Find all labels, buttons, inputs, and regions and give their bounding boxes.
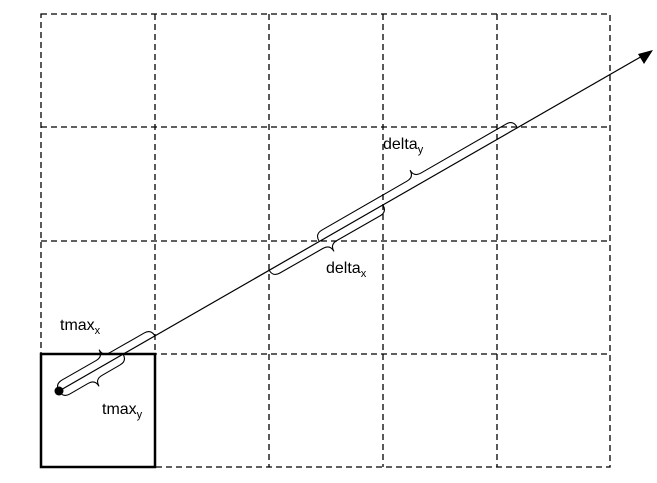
delta-y-label-base: delta [383, 136, 418, 153]
tmax-y-label-base: tmax [102, 401, 137, 418]
delta-x-brace [268, 204, 385, 275]
start-cell [39, 352, 157, 469]
delta-x-label: deltax [326, 261, 366, 280]
delta-y-label-subscript: y [417, 144, 424, 156]
grid-horizontal-lines [41, 126, 610, 355]
grid-vertical-lines [154, 14, 498, 467]
delta-y-brace [316, 122, 518, 242]
delta-x-label-subscript: x [360, 268, 367, 280]
tmax-x-label: tmaxx [60, 318, 100, 337]
ray-line [58, 54, 645, 392]
ray-arrowhead [638, 50, 653, 64]
delta-x-label-base: delta [326, 260, 361, 277]
tmax-x-label-base: tmax [60, 317, 95, 334]
tmax-x-label-subscript: x [94, 325, 101, 337]
tmax-y-label: tmaxy [102, 402, 142, 421]
tmax-y-label-subscript: y [136, 409, 143, 421]
braces [57, 122, 518, 396]
delta-y-label: deltay [383, 137, 423, 156]
tmax-y-brace [58, 353, 126, 396]
grid-outer-border [40, 13, 611, 468]
tmax-x-brace [57, 331, 156, 392]
